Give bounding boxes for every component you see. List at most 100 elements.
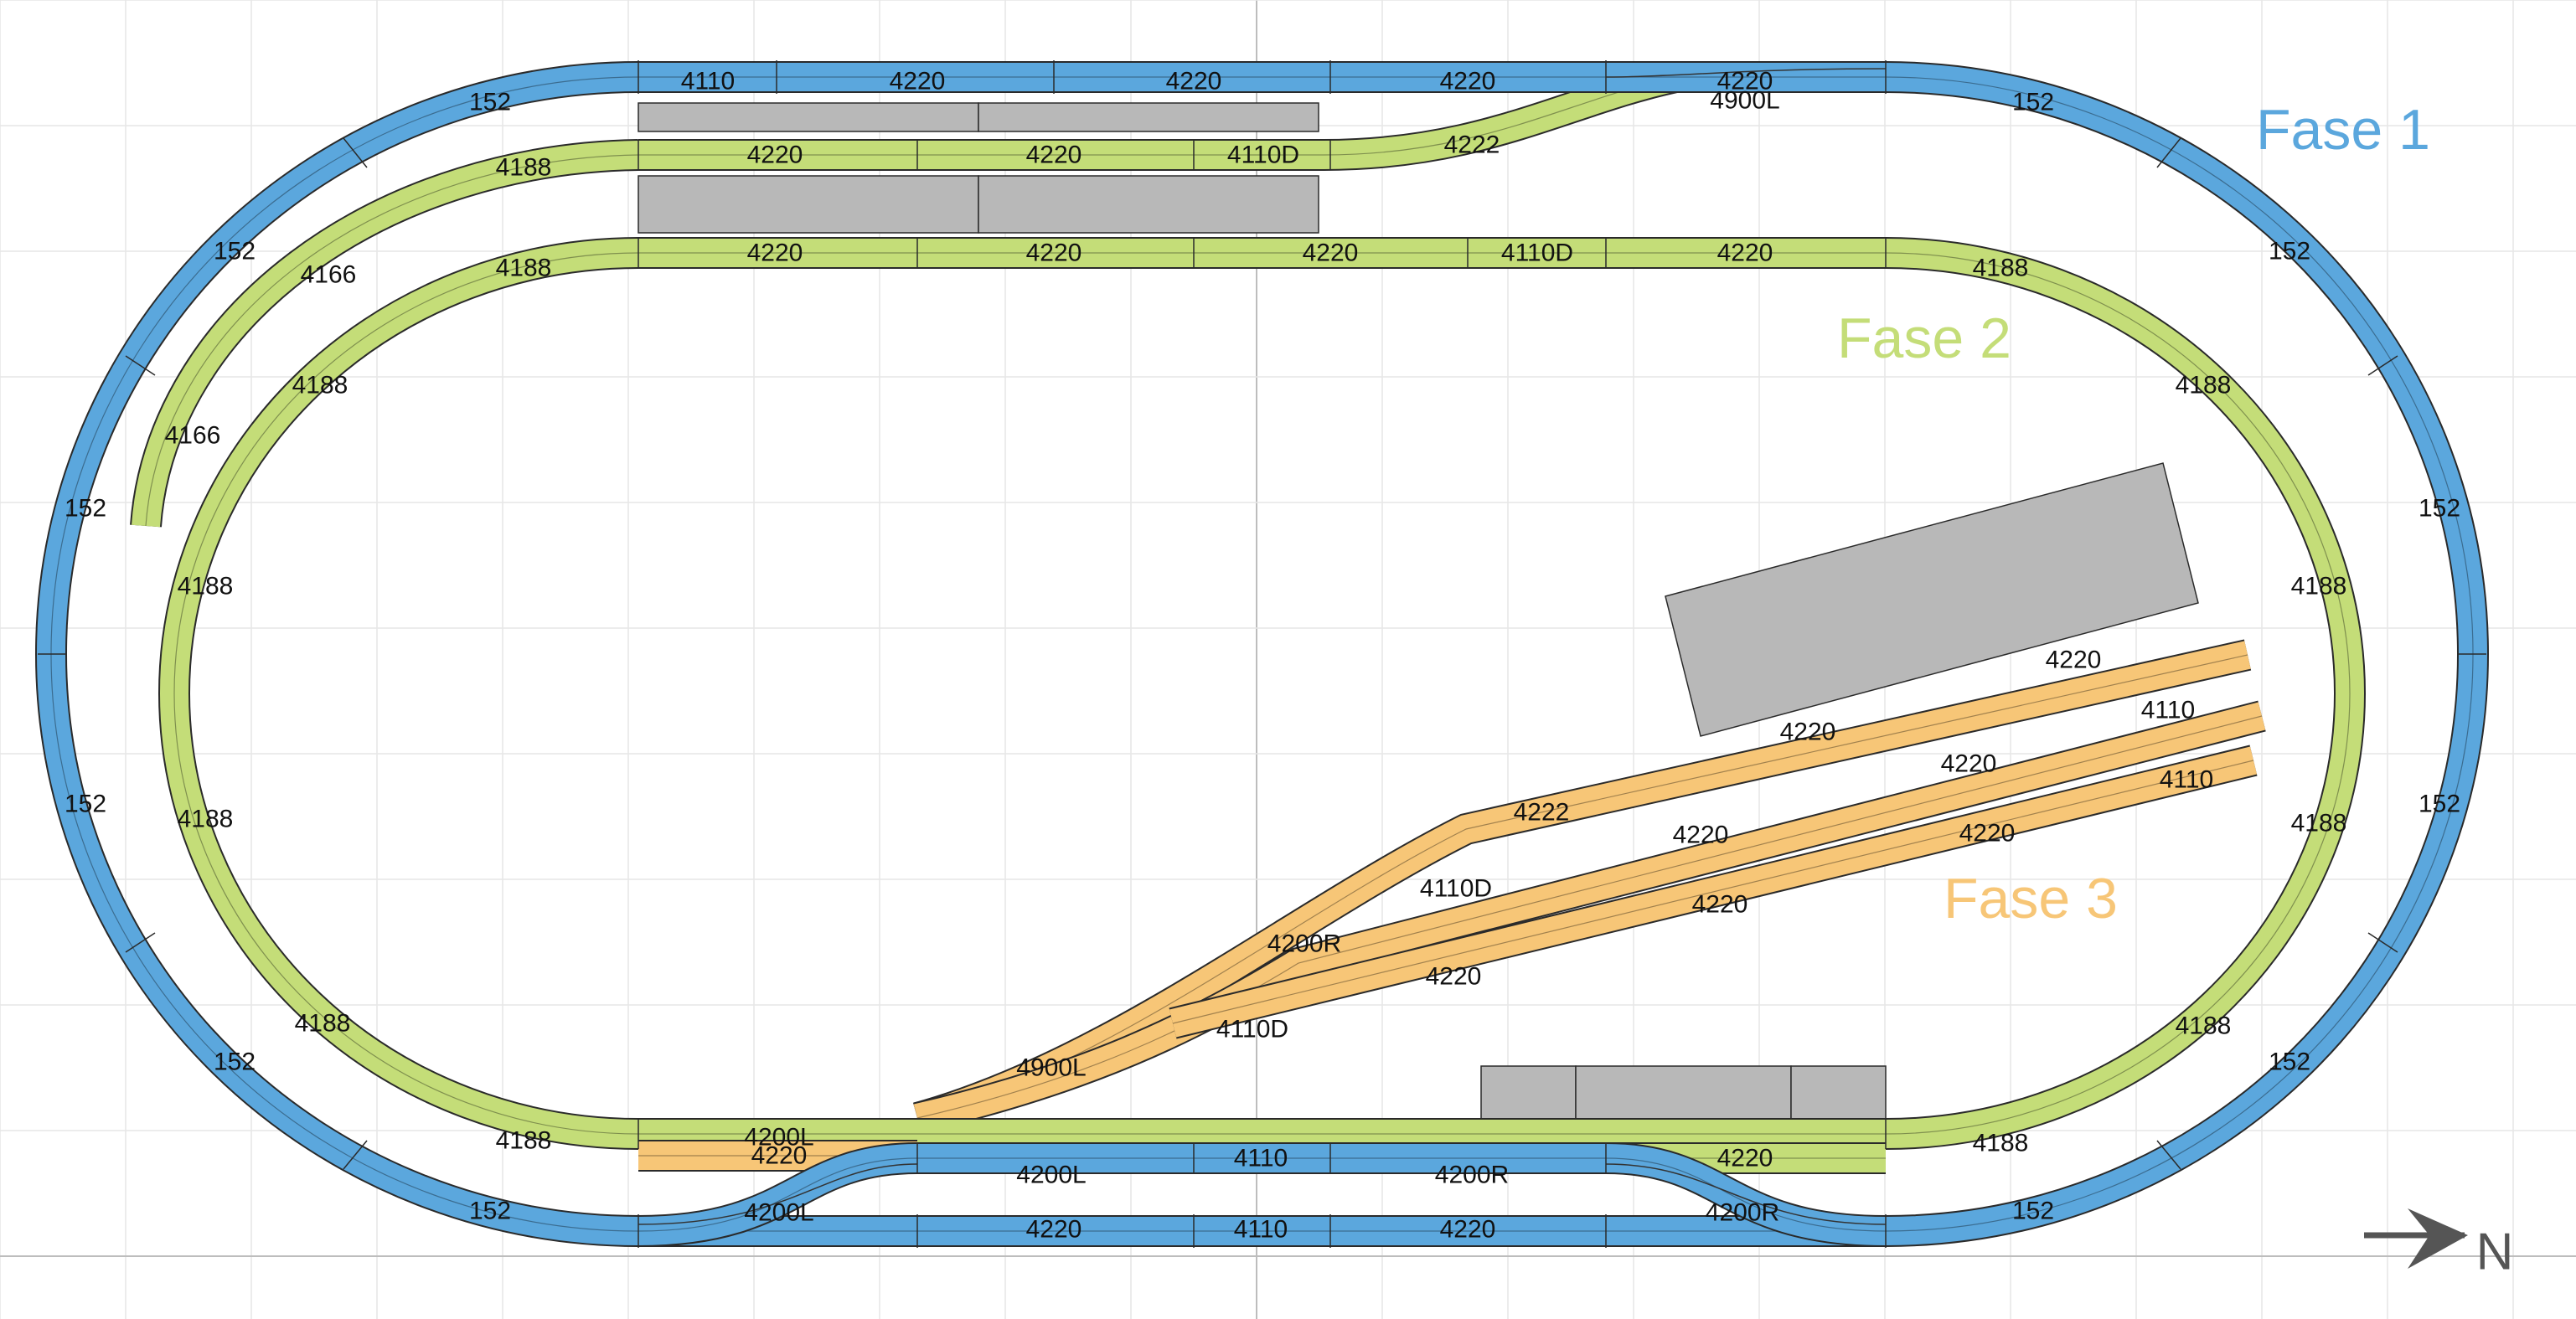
label-p2-4220-mid-2: 4220 xyxy=(1026,240,1082,267)
track-labels: 4110 4220 4220 4220 152 152 152 152 152 … xyxy=(65,68,2460,1244)
label-p3-4110D-a: 4110D xyxy=(1420,875,1492,903)
label-p1-152-k: 152 xyxy=(469,1198,511,1225)
label-p1-4110-bottom: 4110 xyxy=(1234,1216,1288,1244)
track-centerline xyxy=(638,1157,1887,1232)
goods-shed xyxy=(1665,462,2199,737)
label-p2-4900L-top: 4900L xyxy=(1710,87,1779,115)
label-p1-152-i: 152 xyxy=(214,1049,256,1076)
label-p1-4110-top: 4110 xyxy=(681,68,736,95)
compass: N xyxy=(2364,1208,2513,1281)
label-p3-4220-c: 4220 xyxy=(1426,963,1482,991)
phase-legend: Fase 1 Fase 2 Fase 3 xyxy=(1837,98,2430,930)
track-joint xyxy=(2156,1140,2181,1170)
label-p2-4220-upper-2: 4220 xyxy=(1026,142,1082,169)
phase-3-tracks xyxy=(912,639,2266,1134)
label-p1-4220-top-2: 4220 xyxy=(1166,68,1222,95)
label-p2-4220-mid-3: 4220 xyxy=(1303,240,1359,267)
label-p3-4110D-b: 4110D xyxy=(1216,1016,1288,1043)
label-p1-152-b: 152 xyxy=(2012,89,2054,116)
track-centerline xyxy=(916,715,2263,1119)
label-p1-152-a: 152 xyxy=(469,89,511,116)
label-p2-4188-i: 4188 xyxy=(2176,1012,2232,1040)
label-p2-4220-top-right: 4220 xyxy=(1717,68,1773,95)
buildings xyxy=(638,102,2199,1137)
label-p2-4188-j: 4188 xyxy=(496,1127,552,1155)
label-p3-4200R: 4200R xyxy=(1267,930,1341,958)
track-joint xyxy=(343,1140,368,1170)
label-p3-4220-f: 4220 xyxy=(1692,891,1748,919)
label-p2-4220-upper-1: 4220 xyxy=(747,142,803,169)
label-p1-4200R-bottom: 4200R xyxy=(1706,1199,1779,1227)
label-p1-4220-bottom-2: 4220 xyxy=(1440,1216,1496,1244)
phase1-passing-loop xyxy=(638,1144,1887,1245)
diverge-line-1 xyxy=(1605,68,1887,78)
label-p1-152-l: 152 xyxy=(2012,1198,2054,1225)
label-p2-4166-b: 4166 xyxy=(165,422,221,450)
label-p1-152-h: 152 xyxy=(2419,791,2460,818)
track-joint xyxy=(343,137,368,168)
compass-label: N xyxy=(2476,1224,2514,1281)
track-centerline xyxy=(1172,760,2254,1024)
label-p2-4188-h: 4188 xyxy=(295,1010,351,1038)
track-joint xyxy=(125,932,156,953)
label-p1-152-e: 152 xyxy=(65,495,106,523)
legend-phase-2: Fase 2 xyxy=(1837,307,2011,370)
label-p1-4200L-loop: 4200L xyxy=(1016,1162,1086,1189)
label-p3-4900L: 4900L xyxy=(1016,1054,1086,1082)
label-p1-4200L-bottom: 4200L xyxy=(744,1199,813,1227)
label-p3-4110-a: 4110 xyxy=(2141,697,2196,724)
phase3-track-3 xyxy=(1169,746,2258,1038)
label-p2-4188-c: 4188 xyxy=(2176,372,2232,399)
label-p1-4200R-loop: 4200R xyxy=(1435,1162,1509,1189)
label-p2-4188-d: 4188 xyxy=(178,573,234,600)
label-p1-152-j: 152 xyxy=(2269,1049,2310,1076)
label-p2-4188-upper-a: 4188 xyxy=(496,154,552,182)
legend-phase-3: Fase 3 xyxy=(1944,867,2118,930)
station-building-2 xyxy=(978,175,1319,234)
label-p1-152-f: 152 xyxy=(2419,495,2460,523)
track-centerline xyxy=(145,154,639,527)
label-p3-4220-e: 4220 xyxy=(1941,750,1997,778)
label-p1-4220-bottom-1: 4220 xyxy=(1026,1216,1082,1244)
legend-phase-1: Fase 1 xyxy=(2256,98,2430,162)
label-p2-4222-upper: 4222 xyxy=(1444,131,1500,159)
label-p2-4188-mid-a: 4188 xyxy=(496,255,552,282)
label-p2-4220-bottom: 4220 xyxy=(1717,1145,1773,1172)
label-p2-4188-f: 4188 xyxy=(178,806,234,833)
label-p2-4188-e: 4188 xyxy=(2291,573,2347,600)
track-joint xyxy=(2156,137,2181,168)
label-p2-4220-mid-4: 4220 xyxy=(1717,240,1773,267)
station-building-1 xyxy=(638,175,979,234)
label-p1-4220-top-1: 4220 xyxy=(890,68,946,95)
label-p3-4200L: 4200L xyxy=(744,1124,813,1152)
label-p3-4220-a: 4220 xyxy=(1780,719,1836,746)
label-p1-152-c: 152 xyxy=(214,238,256,265)
diverge-line-2 xyxy=(638,1163,918,1225)
phase2-upper-siding-curve xyxy=(132,141,639,528)
turnout-diverging-lines xyxy=(638,68,1887,1225)
label-p1-152-d: 152 xyxy=(2269,238,2310,265)
label-p2-4188-g: 4188 xyxy=(2291,810,2347,837)
label-p2-4220-mid-1: 4220 xyxy=(747,240,803,267)
platform-top-2 xyxy=(978,102,1319,132)
diverge-line-3 xyxy=(1605,1163,1887,1225)
track-joint xyxy=(125,355,156,376)
label-p2-4188-b: 4188 xyxy=(292,372,348,399)
label-p2-4188-k: 4188 xyxy=(1973,1130,2029,1157)
label-p3-4220-b: 4220 xyxy=(2046,647,2102,674)
label-p2-4110D-upper: 4110D xyxy=(1227,142,1299,169)
label-p1-152-g: 152 xyxy=(65,791,106,818)
label-p3-4220-d: 4220 xyxy=(1673,822,1729,849)
label-p2-4110D-mid: 4110D xyxy=(1501,240,1573,267)
label-p3-4110-b: 4110 xyxy=(2160,766,2214,794)
track-joint xyxy=(2367,355,2398,376)
phase3-track-2 xyxy=(914,702,2266,1132)
label-p1-4110-loop: 4110 xyxy=(1234,1145,1288,1172)
label-p3-4220-g: 4220 xyxy=(1959,820,2016,848)
track-joint xyxy=(2367,932,2398,953)
label-p1-4220-top-3: 4220 xyxy=(1440,68,1496,95)
label-p3-4220-stub: 4220 xyxy=(751,1142,808,1170)
label-p2-4188-mid-b: 4188 xyxy=(1973,255,2029,282)
platform-top-1 xyxy=(638,102,979,132)
